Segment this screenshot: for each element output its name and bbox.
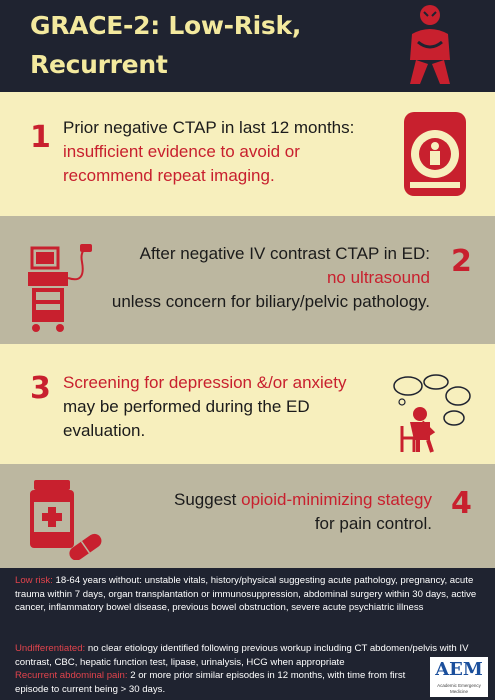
recommendation-3-line-b: evaluation. (63, 421, 146, 440)
recommendation-1-line: Prior negative CTAP in last 12 months: (63, 118, 355, 137)
recommendation-3-text: Screening for depression &/or anxiety ma… (63, 371, 383, 443)
pill-bottle-icon (30, 480, 102, 560)
aem-logo-word: AEM (435, 659, 483, 680)
recommendation-3-panel: 3 Screening for depression &/or anxiety … (0, 344, 495, 464)
footnote-recurrent-text: 2 or more prior similar episodes in 12 m… (15, 670, 406, 695)
recommendation-1-highlight-a: insufficient evidence to avoid or (63, 142, 300, 161)
footnote-undifferentiated: Undifferentiated: no clear etiology iden… (15, 642, 485, 669)
recommendation-2-highlight: no ultrasound (326, 268, 430, 287)
ultrasound-machine-icon (28, 244, 92, 332)
footnote-low-risk: Low risk: 18-64 years without: unstable … (15, 574, 485, 615)
person-abdominal-pain-icon (410, 5, 450, 84)
recommendation-1-text: Prior negative CTAP in last 12 months: i… (63, 116, 383, 188)
recommendation-3-highlight: Screening for depression &/or anxiety (63, 373, 347, 392)
footnote-undifferentiated-label: Undifferentiated: (15, 643, 86, 654)
aem-logo: AEM Academic Emergency Medicine (430, 657, 488, 697)
title-line-1: GRACE-2: Low-Risk, Recurrent (30, 11, 302, 79)
footnote-recurrent-label: Recurrent abdominal pain: (15, 670, 128, 681)
header-banner: GRACE-2: Low-Risk, Recurrent Abdominal P… (0, 0, 495, 118)
recommendation-1-highlight-b: recommend repeat imaging. (63, 166, 275, 185)
footnote-undifferentiated-text: no clear etiology identified following p… (15, 643, 469, 668)
worried-person-icon (393, 374, 471, 453)
definitions-footer: Low risk: 18-64 years without: unstable … (0, 568, 495, 700)
recommendation-3-number: 3 (30, 371, 51, 406)
recommendation-1-panel: 1 Prior negative CTAP in last 12 months:… (0, 92, 495, 216)
recommendation-4-line-b: for pain control. (314, 514, 432, 533)
recommendation-2-text: After negative IV contrast CTAP in ED: n… (110, 242, 430, 314)
recommendation-2-panel: After negative IV contrast CTAP in ED: n… (0, 216, 495, 344)
footnote-low-risk-text: 18-64 years without: unstable vitals, hi… (15, 575, 477, 614)
recommendation-4-prefix: Suggest (174, 490, 242, 509)
recommendation-3-line: may be performed during the ED (63, 397, 310, 416)
footnote-low-risk-label: Low risk: (15, 575, 53, 586)
recommendation-2-number: 2 (451, 244, 472, 279)
recommendation-4-line: Suggest opioid-minimizing stategy (110, 488, 432, 512)
ct-scanner-icon (404, 112, 466, 196)
recommendation-2-line: After negative IV contrast CTAP in ED: (139, 244, 430, 263)
footnote-recurrent: Recurrent abdominal pain: 2 or more prio… (15, 669, 425, 696)
recommendation-2-line-b: unless concern for biliary/pelvic pathol… (111, 292, 430, 311)
recommendation-1-number: 1 (30, 120, 51, 155)
recommendation-4-text: Suggest opioid-minimizing stategy for pa… (110, 488, 432, 536)
recommendation-4-highlight: opioid-minimizing stategy (241, 490, 432, 509)
recommendation-4-panel: Suggest opioid-minimizing stategy for pa… (0, 464, 495, 568)
recommendation-4-number: 4 (451, 486, 472, 521)
aem-logo-subtitle: Academic Emergency Medicine (437, 683, 481, 694)
